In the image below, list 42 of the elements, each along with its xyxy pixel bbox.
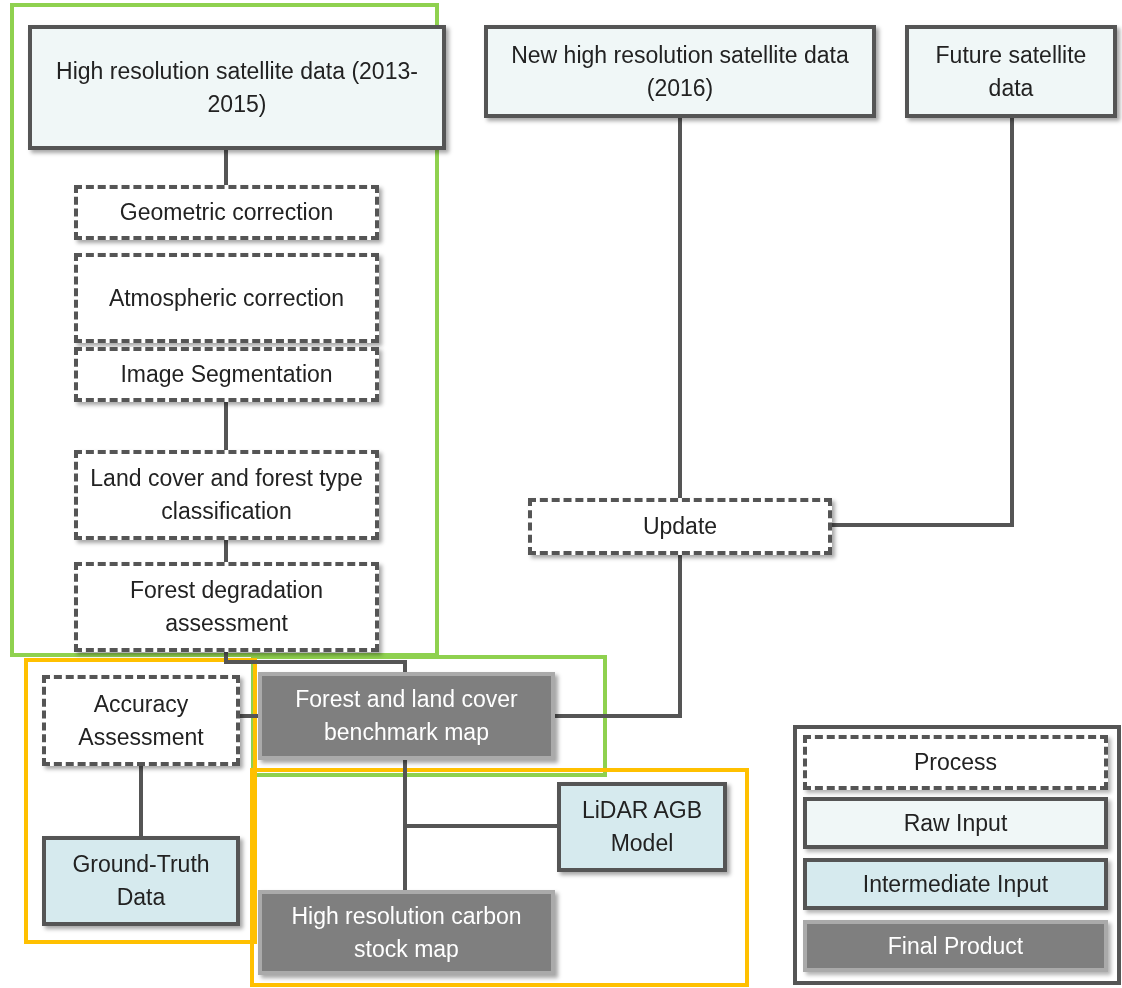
node-label: Forest and land cover benchmark map	[294, 685, 519, 747]
node-label: Ground-Truth Data	[71, 850, 211, 912]
input-box	[557, 782, 727, 872]
legend-swatch: Raw Input	[803, 797, 1108, 849]
process-box	[74, 562, 379, 652]
node-label: Update	[641, 512, 719, 541]
connector-line	[224, 150, 228, 185]
input-box	[42, 836, 240, 926]
legend-swatch: Intermediate Input	[803, 858, 1108, 910]
connector-line	[224, 402, 228, 450]
process-box	[74, 450, 379, 540]
node-label: Land cover and forest type classification	[89, 464, 364, 526]
process-box	[528, 498, 832, 555]
process-box	[74, 185, 379, 240]
node-label: Image Segmentation	[119, 360, 334, 389]
connector-line	[832, 118, 1014, 527]
legend-swatch: Process	[803, 735, 1108, 790]
node-label: Forest degradation assessment	[128, 576, 325, 638]
input-box	[484, 25, 876, 118]
connector-line	[224, 652, 407, 672]
legend-swatch: Final Product	[803, 920, 1108, 972]
node-label: LiDAR AGB Model	[580, 796, 704, 858]
node-label: Future satellite data	[934, 40, 1088, 103]
product-box	[258, 890, 555, 975]
process-box	[42, 675, 240, 766]
product-box	[258, 672, 555, 760]
process-box	[74, 253, 379, 343]
input-box	[905, 25, 1117, 118]
connector-line	[224, 540, 228, 562]
connector-line	[555, 555, 682, 718]
connector-line	[403, 824, 557, 890]
node-label: Atmospheric correction	[107, 283, 346, 313]
connector-line	[139, 766, 143, 836]
node-label: High resolution satellite data (2013-2015)	[55, 56, 419, 119]
input-box	[28, 25, 446, 150]
process-box	[74, 347, 379, 402]
connector-line	[240, 714, 258, 718]
connector-line	[678, 118, 682, 498]
node-label: New high resolution satellite data (2016)	[510, 40, 850, 103]
node-label: Geometric correction	[118, 198, 335, 227]
node-label: Accuracy Assessment	[77, 689, 205, 752]
node-label: High resolution carbon stock map	[290, 901, 523, 964]
